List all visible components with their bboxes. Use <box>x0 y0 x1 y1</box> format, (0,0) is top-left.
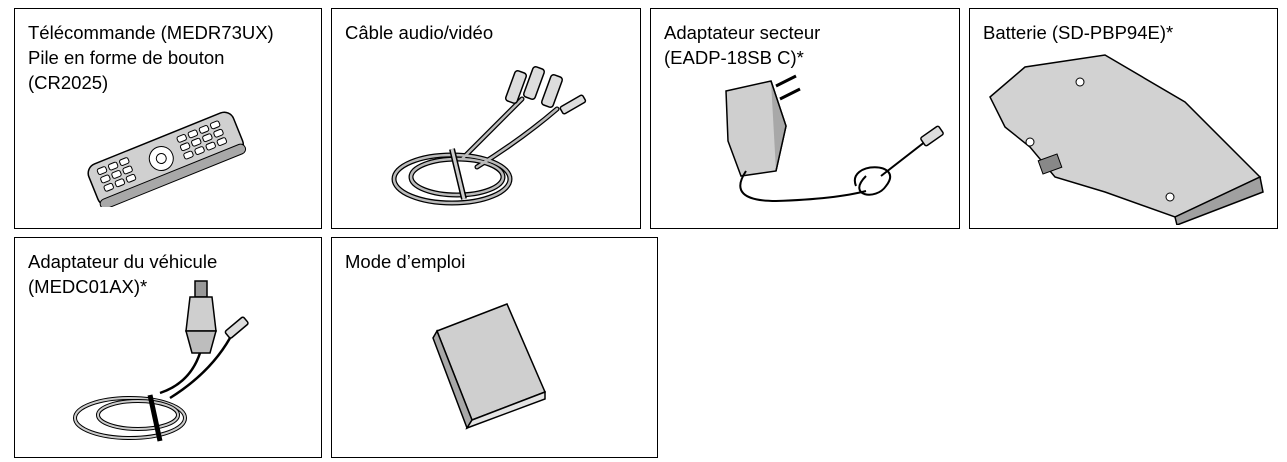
remote-control-icon <box>87 111 247 207</box>
item-label: Adaptateur secteur (EADP-18SB C)* <box>664 20 820 70</box>
item-label-line: Mode d’emploi <box>345 251 466 272</box>
manual-booklet-icon <box>432 303 546 430</box>
item-label-line: (MEDC01AX)* <box>28 276 148 297</box>
item-label-line: (EADP-18SB C)* <box>664 47 804 68</box>
accessory-av-cable: Câble audio/vidéo <box>331 8 641 229</box>
item-label-line: Adaptateur du véhicule <box>28 251 218 272</box>
item-label: Batterie (SD-PBP94E)* <box>983 20 1173 45</box>
item-label: Câble audio/vidéo <box>345 20 493 45</box>
item-label-line: (CR2025) <box>28 72 109 93</box>
item-label: Mode d’emploi <box>345 249 465 274</box>
accessory-battery: Batterie (SD-PBP94E)* <box>969 8 1278 229</box>
item-label-line: Batterie (SD-PBP94E)* <box>983 22 1174 43</box>
item-label: Télécommande (MEDR73UX) Pile en forme de… <box>28 20 274 95</box>
ac-adapter-icon <box>725 74 944 203</box>
item-label-line: Câble audio/vidéo <box>345 22 494 43</box>
accessory-manual: Mode d’emploi <box>331 237 658 458</box>
item-label-line: Pile en forme de bouton <box>28 47 225 68</box>
av-cable-icon <box>391 66 587 206</box>
item-label-line: Télécommande (MEDR73UX) <box>28 22 274 43</box>
accessory-remote-control: Télécommande (MEDR73UX) Pile en forme de… <box>14 8 322 229</box>
battery-pack-icon <box>989 54 1264 225</box>
item-label-line: Adaptateur secteur <box>664 22 821 43</box>
item-label: Adaptateur du véhicule (MEDC01AX)* <box>28 249 217 299</box>
car-adapter-icon <box>73 280 249 442</box>
accessory-car-adapter: Adaptateur du véhicule (MEDC01AX)* <box>14 237 322 458</box>
accessory-ac-adapter: Adaptateur secteur (EADP-18SB C)* <box>650 8 960 229</box>
